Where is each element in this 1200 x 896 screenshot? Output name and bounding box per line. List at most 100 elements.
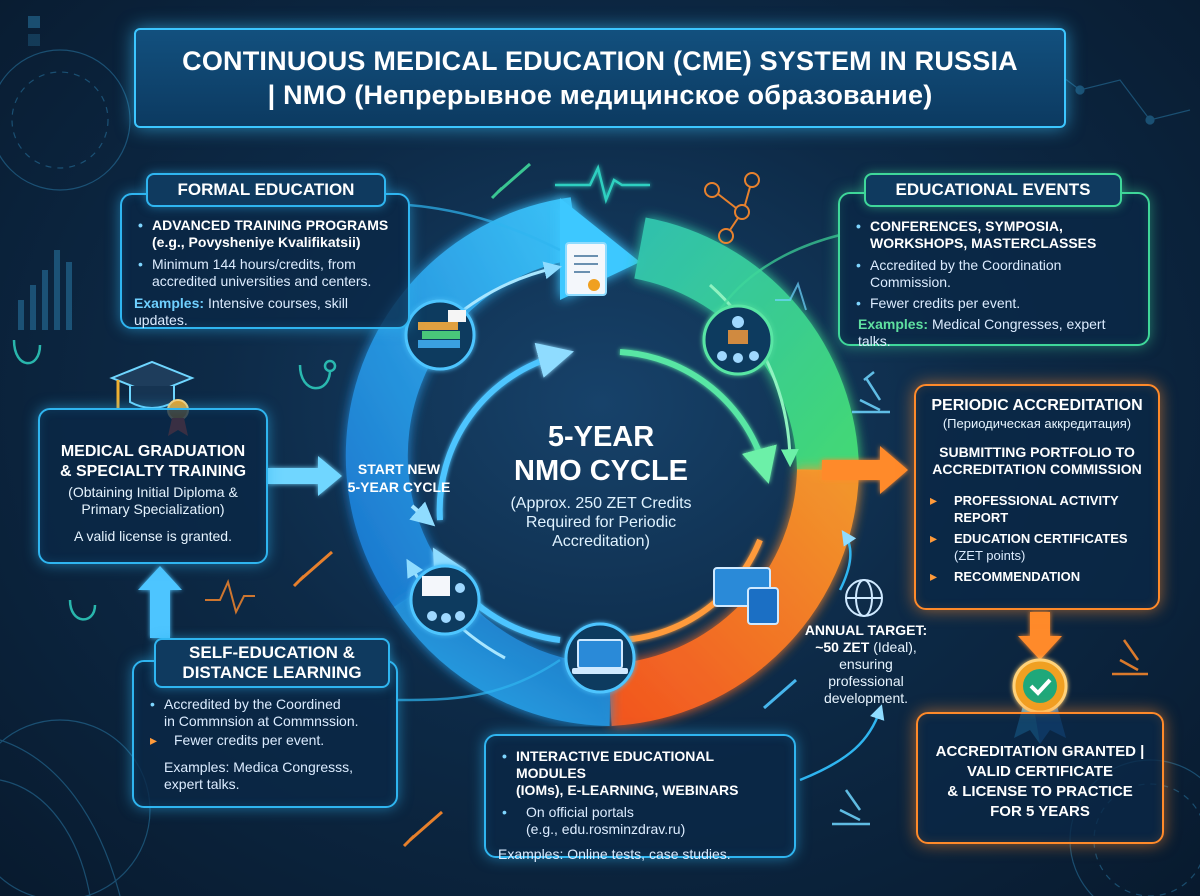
start-label-line-1: START NEW	[357, 461, 441, 477]
item-1-line-2: REPORT	[954, 510, 1009, 525]
formal-bullet-2-line-2: accredited universities and centers.	[152, 273, 372, 289]
item-3-line-1: RECOMMENDATION	[954, 569, 1081, 584]
formal-bullet-2-line-1: Minimum 144 hours/credits, from	[152, 256, 356, 272]
item-2-line-1: EDUCATION CERTIFICATES	[954, 531, 1128, 546]
item-2-line-2: (ZET points)	[954, 548, 1026, 563]
self-edu-examples-line-1: Examples: Medica Congresss,	[164, 759, 354, 775]
title-line-2: | NMO (Непрерывное медицинское образован…	[267, 80, 933, 110]
graduation-line-3: (Obtaining Initial Diploma &	[68, 484, 238, 500]
events-bullet-2: Accredited by the Coordination Commissio…	[852, 257, 1136, 291]
formal-education-box: ADVANCED TRAINING PROGRAMS (e.g., Povysh…	[120, 193, 410, 329]
granted-line-2: VALID CERTIFICATE	[966, 763, 1114, 780]
cycle-center-text: 5-YEAR NMO CYCLE (Approx. 250 ZET Credit…	[470, 420, 732, 551]
accreditation-item-2: EDUCATION CERTIFICATES (ZET points)	[926, 530, 1148, 564]
annual-line-2: ~50 ZET	[815, 639, 870, 655]
start-label-line-2: 5-YEAR CYCLE	[347, 479, 451, 495]
devices-icon	[713, 567, 779, 625]
accreditation-title: PERIODIC ACCREDITATION	[931, 397, 1143, 414]
events-bullet-3: Fewer credits per event.	[852, 295, 1136, 312]
self-edu-bullet-1: Accredited by the Coordined in Commnsion…	[146, 696, 384, 730]
accreditation-portfolio: SUBMITTING PORTFOLIO TO ACCREDITATION CO…	[926, 444, 1148, 478]
portfolio-line-1: SUBMITTING PORTFOLIO TO	[939, 444, 1135, 460]
events-bullet-1: CONFERENCES, SYMPOSIA, WORKSHOPS, MASTER…	[852, 218, 1136, 252]
medical-graduation-box: MEDICAL GRADUATION & SPECIALTY TRAINING …	[38, 408, 268, 564]
graduation-line-1: MEDICAL GRADUATION	[60, 443, 246, 460]
graduation-line-5: A valid license is granted.	[74, 528, 232, 544]
books-icon	[404, 299, 476, 371]
accreditation-subtitle: (Периодическая аккредитация)	[942, 416, 1132, 431]
formal-education-bullet-2: Minimum 144 hours/credits, from accredit…	[134, 256, 396, 290]
granted-line-3: & LICENSE TO PRACTICE	[947, 783, 1133, 800]
portfolio-line-2: ACCREDITATION COMMISSION	[932, 461, 1142, 477]
graduation-line-2: & SPECIALTY TRAINING	[59, 463, 247, 480]
cycle-sub-line-1: (Approx. 250 ZET Credits	[510, 495, 692, 512]
periodic-accreditation-box: PERIODIC ACCREDITATION (Периодическая ак…	[914, 384, 1160, 610]
self-edu-bullet-1-line-1: Accredited by the Coordined	[164, 696, 341, 712]
presentation-icon	[409, 564, 481, 636]
annual-target-label: ANNUAL TARGET: ~50 ZET (Ideal), ensuring…	[796, 622, 936, 707]
events-examples: Examples: Medical Congresses, expert tal…	[852, 316, 1136, 350]
modules-bullet-2-line-1: On official portals	[526, 804, 634, 820]
self-edu-examples-line-2: expert talks.	[164, 776, 240, 792]
accreditation-granted-box: ACCREDITATION GRANTED | VALID CERTIFICAT…	[916, 712, 1164, 844]
accreditation-item-3: RECOMMENDATION	[926, 568, 1148, 585]
accreditation-item-1: PROFESSIONAL ACTIVITY REPORT	[926, 492, 1148, 526]
stethoscope-icon	[12, 339, 337, 621]
lecture-icon	[702, 304, 774, 376]
formal-bullet-1-line-1: ADVANCED TRAINING PROGRAMS	[152, 217, 389, 233]
microscope-icon	[832, 371, 1148, 826]
arrow-accreditation-down	[1018, 612, 1062, 660]
formal-education-tab: FORMAL EDUCATION	[146, 173, 386, 207]
syringe-icon	[292, 550, 443, 848]
granted-line-1: ACCREDITATION GRANTED |	[935, 743, 1145, 760]
self-edu-tab-line-2: DISTANCE LEARNING	[182, 663, 362, 682]
formal-education-examples: Examples: Intensive courses, skill updat…	[134, 295, 396, 329]
formal-education-bullet-1: ADVANCED TRAINING PROGRAMS (e.g., Povysh…	[134, 217, 396, 251]
pulse-decoration	[205, 579, 255, 615]
cycle-sub-line-3: Accreditation)	[552, 533, 650, 550]
arrow-start-cycle	[409, 501, 436, 527]
title-line-1: CONTINUOUS MEDICAL EDUCATION (CME) SYSTE…	[182, 46, 1018, 76]
formal-bullet-1-line-2: (e.g., Povysheniye Kvalifikatsii)	[152, 234, 361, 250]
educational-events-tab: EDUCATIONAL EVENTS	[864, 173, 1122, 207]
modules-bullet-1-line-1: INTERACTIVE EDUCATIONAL MODULES	[516, 748, 714, 781]
formal-examples-label: Examples:	[134, 295, 205, 311]
annual-line-5: development.	[823, 690, 909, 706]
arrow-cycle-to-accreditation	[822, 446, 908, 494]
arrow-self-education-up	[138, 566, 182, 638]
events-bullet-2-line-1: Accredited by the Coordination	[870, 257, 1062, 273]
events-examples-text: Medical Congresses, expert talks.	[858, 316, 1106, 349]
modules-bullet-1-line-2: (IOMs), E-LEARNING, WEBINARS	[516, 782, 739, 798]
pulse-decoration-2	[775, 281, 807, 311]
self-edu-bullet-2: Fewer credits per event.	[146, 732, 384, 749]
modules-bullet-2-line-2: (e.g., edu.rosminzdrav.ru)	[526, 821, 686, 837]
granted-line-4: FOR 5 YEARS	[990, 803, 1090, 820]
annual-line-2b: (Ideal),	[869, 639, 917, 655]
globe-icon	[845, 579, 883, 617]
graduation-line-4: Primary Specialization)	[81, 501, 225, 517]
self-education-tab: SELF-EDUCATION & DISTANCE LEARNING	[154, 638, 390, 688]
bar-chart-decoration	[18, 16, 72, 330]
cycle-heading-line-2: NMO CYCLE	[514, 455, 688, 487]
modules-examples: Examples: Online tests, case studies.	[498, 846, 731, 862]
title-banner: CONTINUOUS MEDICAL EDUCATION (CME) SYSTE…	[134, 28, 1066, 128]
events-bullet-1-line-2: WORKSHOPS, MASTERCLASSES	[870, 235, 1097, 251]
events-bullet-1-line-1: CONFERENCES, SYMPOSIA,	[870, 218, 1063, 234]
molecule-icon	[704, 172, 760, 244]
heartbeat-icon	[555, 164, 650, 205]
self-edu-examples: Examples: Medica Congresss, expert talks…	[146, 759, 384, 793]
self-edu-tab-line-1: SELF-EDUCATION &	[189, 643, 355, 662]
formal-examples-text: Intensive courses, skill updates.	[134, 295, 348, 328]
events-examples-label: Examples:	[858, 316, 929, 332]
cycle-sub-line-2: Required for Periodic	[525, 514, 677, 531]
modules-bullet-1: INTERACTIVE EDUCATIONAL MODULES (IOMs), …	[498, 748, 782, 799]
modules-bullet-2: On official portals (e.g., edu.rosminzdr…	[498, 804, 782, 838]
events-bullet-2-line-2: Commission.	[870, 274, 951, 290]
item-1-line-1: PROFESSIONAL ACTIVITY	[954, 493, 1119, 508]
educational-events-box: CONFERENCES, SYMPOSIA, WORKSHOPS, MASTER…	[838, 192, 1150, 349]
interactive-modules-box: INTERACTIVE EDUCATIONAL MODULES (IOMs), …	[484, 734, 796, 862]
connector-lines	[397, 203, 885, 782]
cycle-subtext: (Approx. 250 ZET Credits Required for Pe…	[470, 494, 732, 551]
self-edu-bullet-1-line-2: in Commnsion at Commnssion.	[164, 713, 359, 729]
